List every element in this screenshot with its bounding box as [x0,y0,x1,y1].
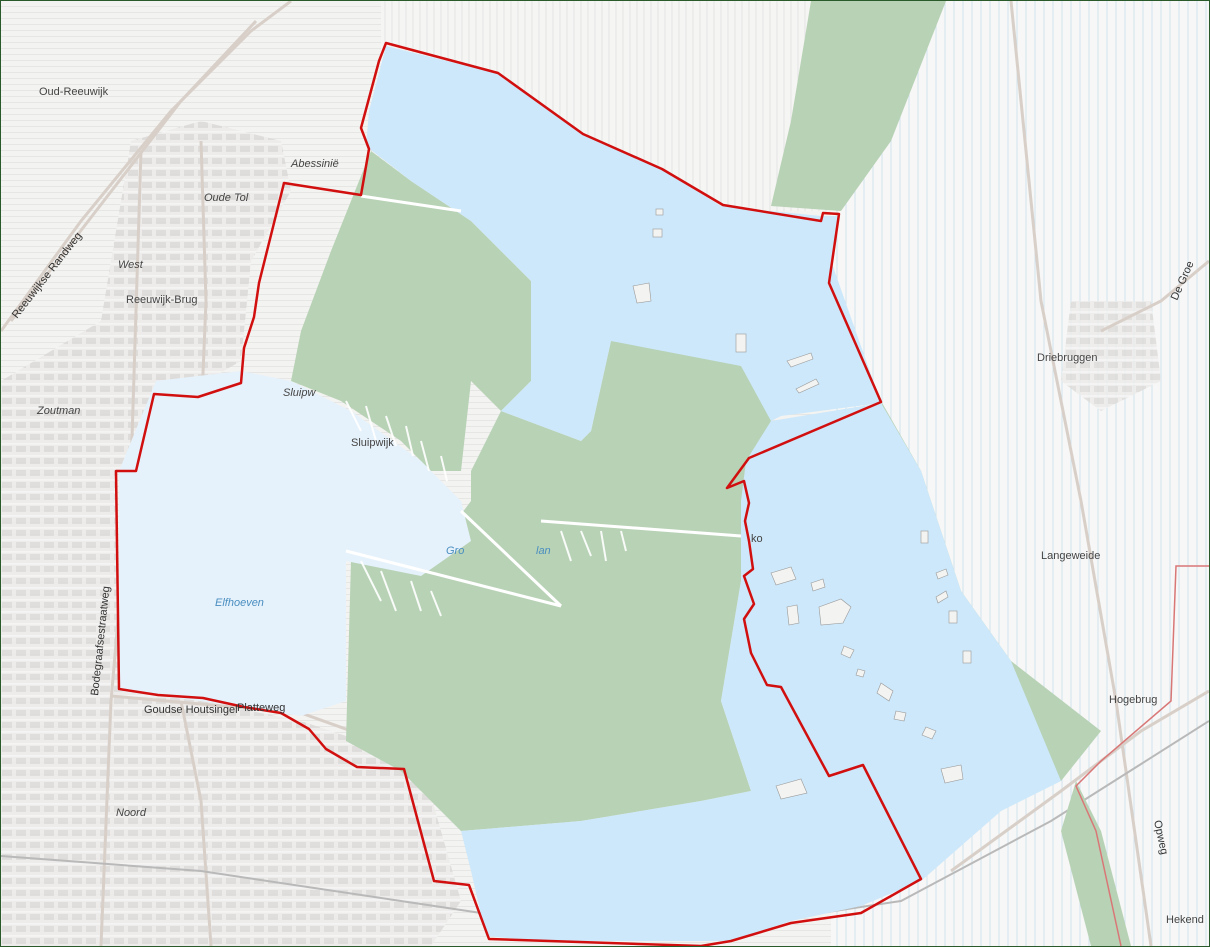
label-elfhoeven: Elfhoeven [215,597,264,609]
forest-strip-north [771,1,946,211]
label-zoutman: Zoutman [36,405,80,417]
town-driebruggen [1061,301,1161,411]
water-islands [632,208,972,800]
label-hogebrug: Hogebrug [1109,694,1157,706]
label-abessinie: Abessinië [290,158,339,170]
label-lan: lan [536,545,551,557]
label-west: West [118,259,144,271]
road-label-platteweg: Platteweg [237,702,285,714]
road-label-goudse-houtsingel: Goudse Houtsingel [144,704,238,716]
label-langeweide: Langeweide [1041,550,1100,562]
label-reeuwijk-brug: Reeuwijk-Brug [126,294,198,306]
road-sluipwijk [345,194,742,608]
neighbor-boundary [1075,565,1209,946]
label-oude-tol: Oude Tol [204,192,249,204]
area-boundary[interactable] [114,41,923,946]
shoreline-details [345,400,627,617]
label-sluipw: Sluipw [283,387,316,399]
water-north-plas [366,46,881,441]
forest-strip-southeast [1061,781,1131,946]
town-gouda-noord [1,471,461,946]
label-driebruggen: Driebruggen [1037,352,1098,364]
town-reeuwijk-brug [1,121,291,471]
label-ko: ko [751,533,763,545]
label-sluipwijk: Sluipwijk [351,437,394,449]
label-oud-reeuwijk: Oud-Reeuwijk [39,86,109,98]
forest-central [291,151,781,831]
label-gro: Gro [446,545,464,557]
water-light-west [119,371,471,716]
label-hekend: Hekend [1166,914,1204,926]
label-noord: Noord [116,807,147,819]
